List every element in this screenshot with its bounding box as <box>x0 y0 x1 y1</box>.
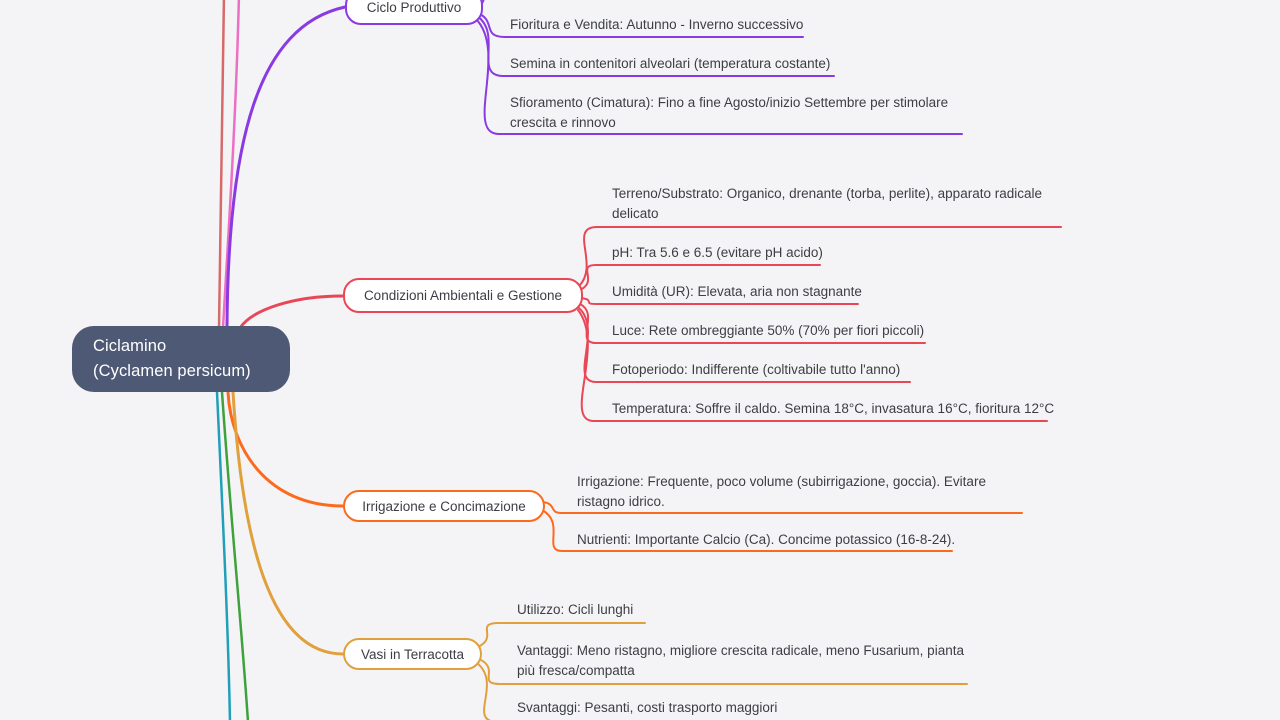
child-node-ciclo-produttivo-1[interactable]: Semina in contenitori alveolari (tempera… <box>510 56 831 71</box>
branch-node-vasi-in-terracotta[interactable]: Vasi in Terracotta <box>343 638 482 670</box>
edge-up-dullred <box>217 0 226 330</box>
child-node-vasi-in-terracotta-2[interactable]: Svantaggi: Pesanti, costi trasporto magg… <box>517 700 778 715</box>
branch-node-irrigazione-e-concimazione[interactable]: Irrigazione e Concimazione <box>343 490 545 522</box>
edge-vasi-in-terracotta-child-1 <box>478 658 968 685</box>
child-node-ciclo-produttivo-2[interactable]: Sfioramento (Cimatura): Fino a fine Agos… <box>510 95 949 130</box>
edge-condizioni-ambientali-e-gestione-child-2 <box>580 297 859 305</box>
edge-condizioni-ambientali-e-gestione-child-1 <box>579 264 821 291</box>
edge-down-green <box>220 390 250 720</box>
edge-root-to-ciclo-produttivo <box>225 5 347 330</box>
edge-down-teal <box>215 390 232 720</box>
edge-ciclo-produttivo-child-0 <box>476 12 804 38</box>
edge-up-pink <box>221 0 241 330</box>
child-node-vasi-in-terracotta-1[interactable]: Vantaggi: Meno ristagno, migliore cresci… <box>517 643 964 678</box>
branch-node-ciclo-produttivo[interactable]: Ciclo Produttivo <box>345 0 483 25</box>
edge-irrigazione-e-concimazione-child-1 <box>541 509 953 552</box>
edge-condizioni-ambientali-e-gestione-child-4 <box>578 307 911 383</box>
edge-vasi-in-terracotta-child-2 <box>476 662 491 720</box>
edge-ciclo-produttivo-child-2 <box>475 18 963 135</box>
child-node-condizioni-ambientali-e-gestione-4[interactable]: Fotoperiodo: Indifferente (coltivabile t… <box>612 362 901 377</box>
edge-irrigazione-e-concimazione-child-0 <box>542 501 1023 514</box>
child-node-condizioni-ambientali-e-gestione-1[interactable]: pH: Tra 5.6 e 6.5 (evitare pH acido) <box>612 245 823 260</box>
edge-condizioni-ambientali-e-gestione-child-0 <box>578 226 1062 287</box>
edge-vasi-in-terracotta-child-0 <box>477 622 646 648</box>
child-node-ciclo-produttivo-0[interactable]: Fioritura e Vendita: Autunno - Inverno s… <box>510 17 804 32</box>
child-node-condizioni-ambientali-e-gestione-5[interactable]: Temperatura: Soffre il caldo. Semina 18°… <box>612 401 1055 416</box>
child-node-condizioni-ambientali-e-gestione-0[interactable]: Terreno/Substrato: Organico, drenante (t… <box>612 186 1042 221</box>
edge-root-to-irrigazione-e-concimazione <box>226 390 345 508</box>
child-node-irrigazione-e-concimazione-0[interactable]: Irrigazione: Frequente, poco volume (sub… <box>577 474 986 509</box>
edge-root-to-condizioni-ambientali-e-gestione <box>238 294 345 330</box>
child-node-condizioni-ambientali-e-gestione-2[interactable]: Umidità (UR): Elevata, aria non stagnant… <box>612 284 862 299</box>
edge-condizioni-ambientali-e-gestione-child-5 <box>577 309 1048 422</box>
edge-root-to-vasi-in-terracotta <box>231 390 345 656</box>
child-node-irrigazione-e-concimazione-1[interactable]: Nutrienti: Importante Calcio (Ca). Conci… <box>577 532 956 547</box>
root-node[interactable]: Ciclamino (Cyclamen persicum) <box>72 326 290 392</box>
child-node-vasi-in-terracotta-0[interactable]: Utilizzo: Cicli lunghi <box>517 602 634 617</box>
branch-node-condizioni-ambientali-e-gestione[interactable]: Condizioni Ambientali e Gestione <box>343 278 583 313</box>
child-node-condizioni-ambientali-e-gestione-3[interactable]: Luce: Rete ombreggiante 50% (70% per fio… <box>612 323 925 338</box>
